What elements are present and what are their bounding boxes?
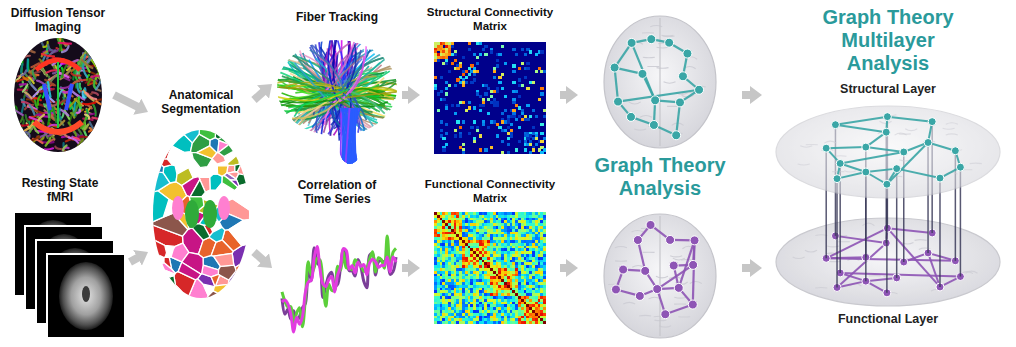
panel-label: Functional Connectivity Matrix [422, 178, 558, 206]
panel-label: Anatomical Segmentation [151, 88, 251, 117]
panel-label: Correlation of Time Series [287, 178, 387, 207]
pipeline-panel: Functional Connectivity Matrix [422, 176, 558, 328]
dti-slice [14, 38, 102, 152]
layer-label: Functional Layer [764, 312, 1012, 327]
structural-matrix [434, 42, 546, 154]
functional-matrix [434, 212, 546, 324]
fmri-volumes [14, 212, 125, 338]
functional-graph [604, 214, 716, 338]
layer-label: Structural Layer [764, 82, 1012, 97]
flow-arrow [254, 252, 266, 263]
pipeline-panel: Resting State fMRI [4, 174, 128, 342]
multilayer-graph [776, 106, 1000, 306]
flow-arrow [742, 264, 754, 272]
flow-arrow [742, 91, 754, 99]
panel-label: Diffusion Tensor Imaging [6, 6, 110, 35]
dti-fibers [13, 35, 103, 152]
flow-arrow [254, 89, 266, 100]
pipeline-panel: Fiber Tracking [274, 8, 400, 166]
pipeline-panel: Structural Connectivity Matrix [422, 4, 558, 156]
flow-arrow [130, 256, 141, 262]
pipeline-panel: Diffusion Tensor Imaging [4, 4, 112, 154]
tractography [272, 35, 402, 166]
flow-arrow [402, 91, 412, 99]
panel-label: Resting State fMRI [10, 176, 110, 205]
flow-arrow [560, 264, 570, 272]
flow-arrow [560, 91, 570, 99]
section-title: Graph Theory Multilayer Analysis [802, 6, 974, 75]
time-series [282, 236, 396, 332]
atlas-parcellation [150, 126, 252, 302]
panel-label: Structural Connectivity Matrix [422, 6, 558, 34]
pipeline-panel: Anatomical Segmentation [150, 86, 252, 302]
pipeline-panel: Correlation of Time Series [274, 176, 400, 340]
structural-graph [604, 16, 716, 148]
section-title: Graph Theory Analysis [580, 154, 740, 200]
flow-arrow [114, 95, 141, 108]
flow-arrow [402, 264, 412, 272]
pipeline-panel: Graph Theory Analysis [580, 8, 740, 342]
panel-label: Fiber Tracking [277, 10, 397, 24]
pipeline-panel: Graph Theory Multilayer AnalysisStructur… [764, 4, 1012, 342]
